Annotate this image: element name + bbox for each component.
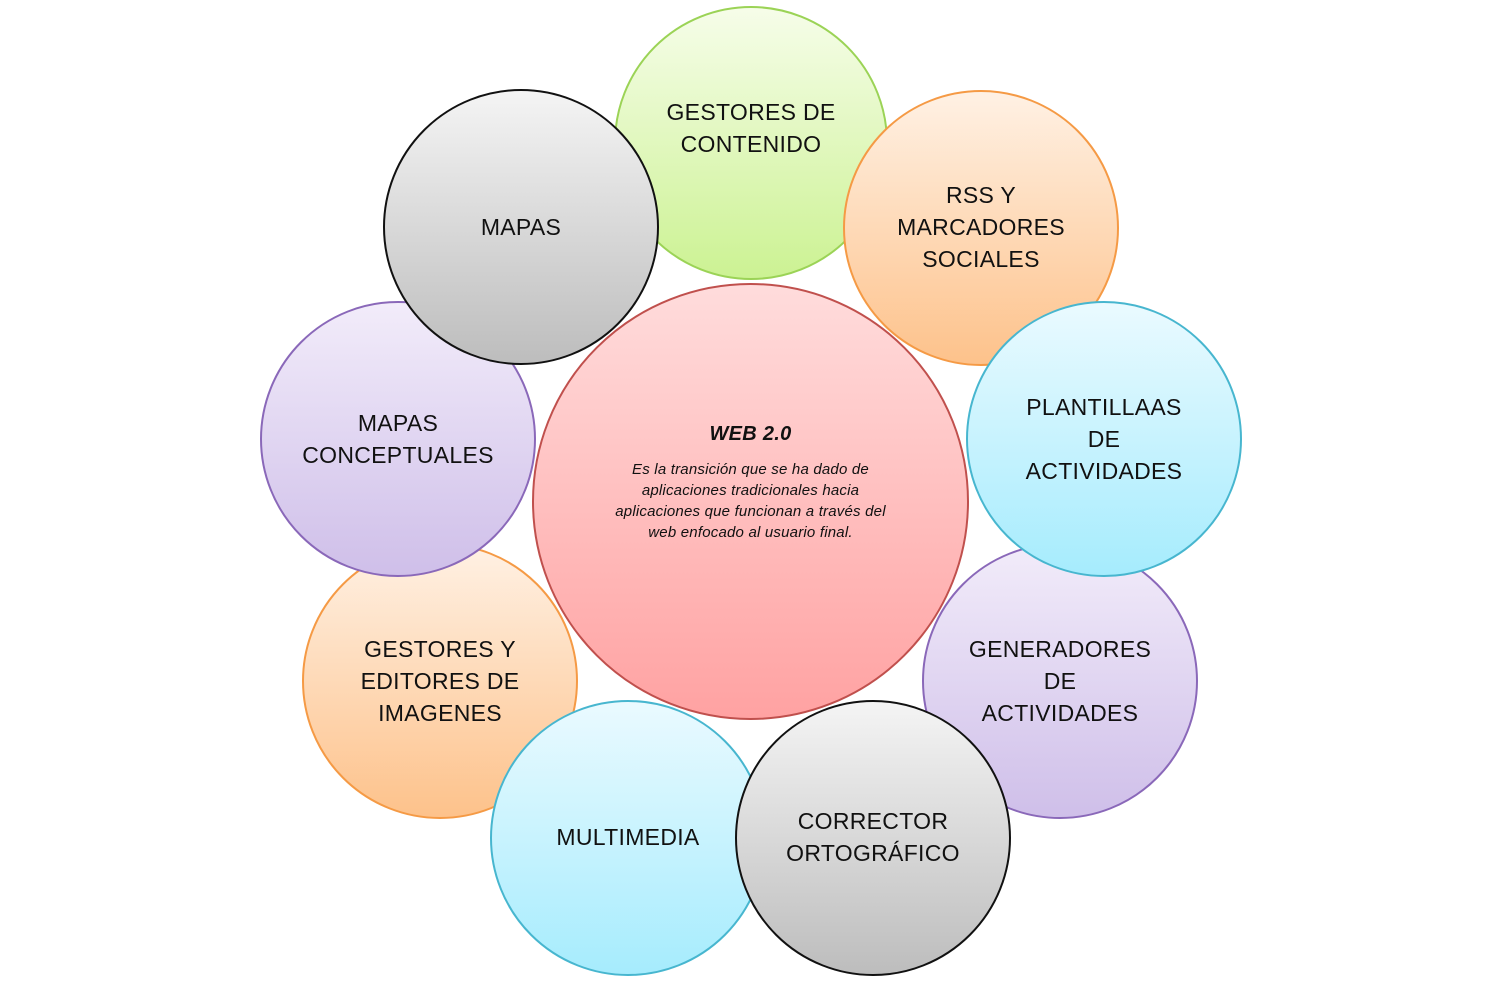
node-label: CORRECTOR ORTOGRÁFICO <box>786 808 960 866</box>
center-description: Es la transición que se ha dado de aplic… <box>615 460 886 541</box>
center-node-web20: WEB 2.0 Es la transición que se ha dado … <box>532 283 969 720</box>
node-label: GESTORES Y EDITORES DE IMAGENES <box>360 636 520 726</box>
node-label: GESTORES DE CONTENIDO <box>666 99 836 157</box>
node-label: PLANTILLAAS DE ACTIVIDADES <box>1025 394 1183 484</box>
node-label: RSS Y MARCADORES SOCIALES <box>897 182 1065 272</box>
node-gestores-de-contenido: GESTORES DE CONTENIDO <box>614 6 888 280</box>
center-title: WEB 2.0 <box>709 422 792 445</box>
node-plantillas-de-actividades: PLANTILLAAS DE ACTIVIDADES <box>966 301 1242 577</box>
node-label: MAPAS CONCEPTUALES <box>302 410 494 468</box>
node-label: MAPAS <box>480 214 562 240</box>
node-mapas: MAPAS <box>383 89 659 365</box>
node-corrector-ortografico: CORRECTOR ORTOGRÁFICO <box>735 700 1011 976</box>
node-label: MULTIMEDIA <box>556 824 700 850</box>
node-label: GENERADORES DE ACTIVIDADES <box>968 636 1152 726</box>
node-multimedia: MULTIMEDIA <box>490 700 766 976</box>
center-content: WEB 2.0 Es la transición que se ha dado … <box>601 421 901 543</box>
